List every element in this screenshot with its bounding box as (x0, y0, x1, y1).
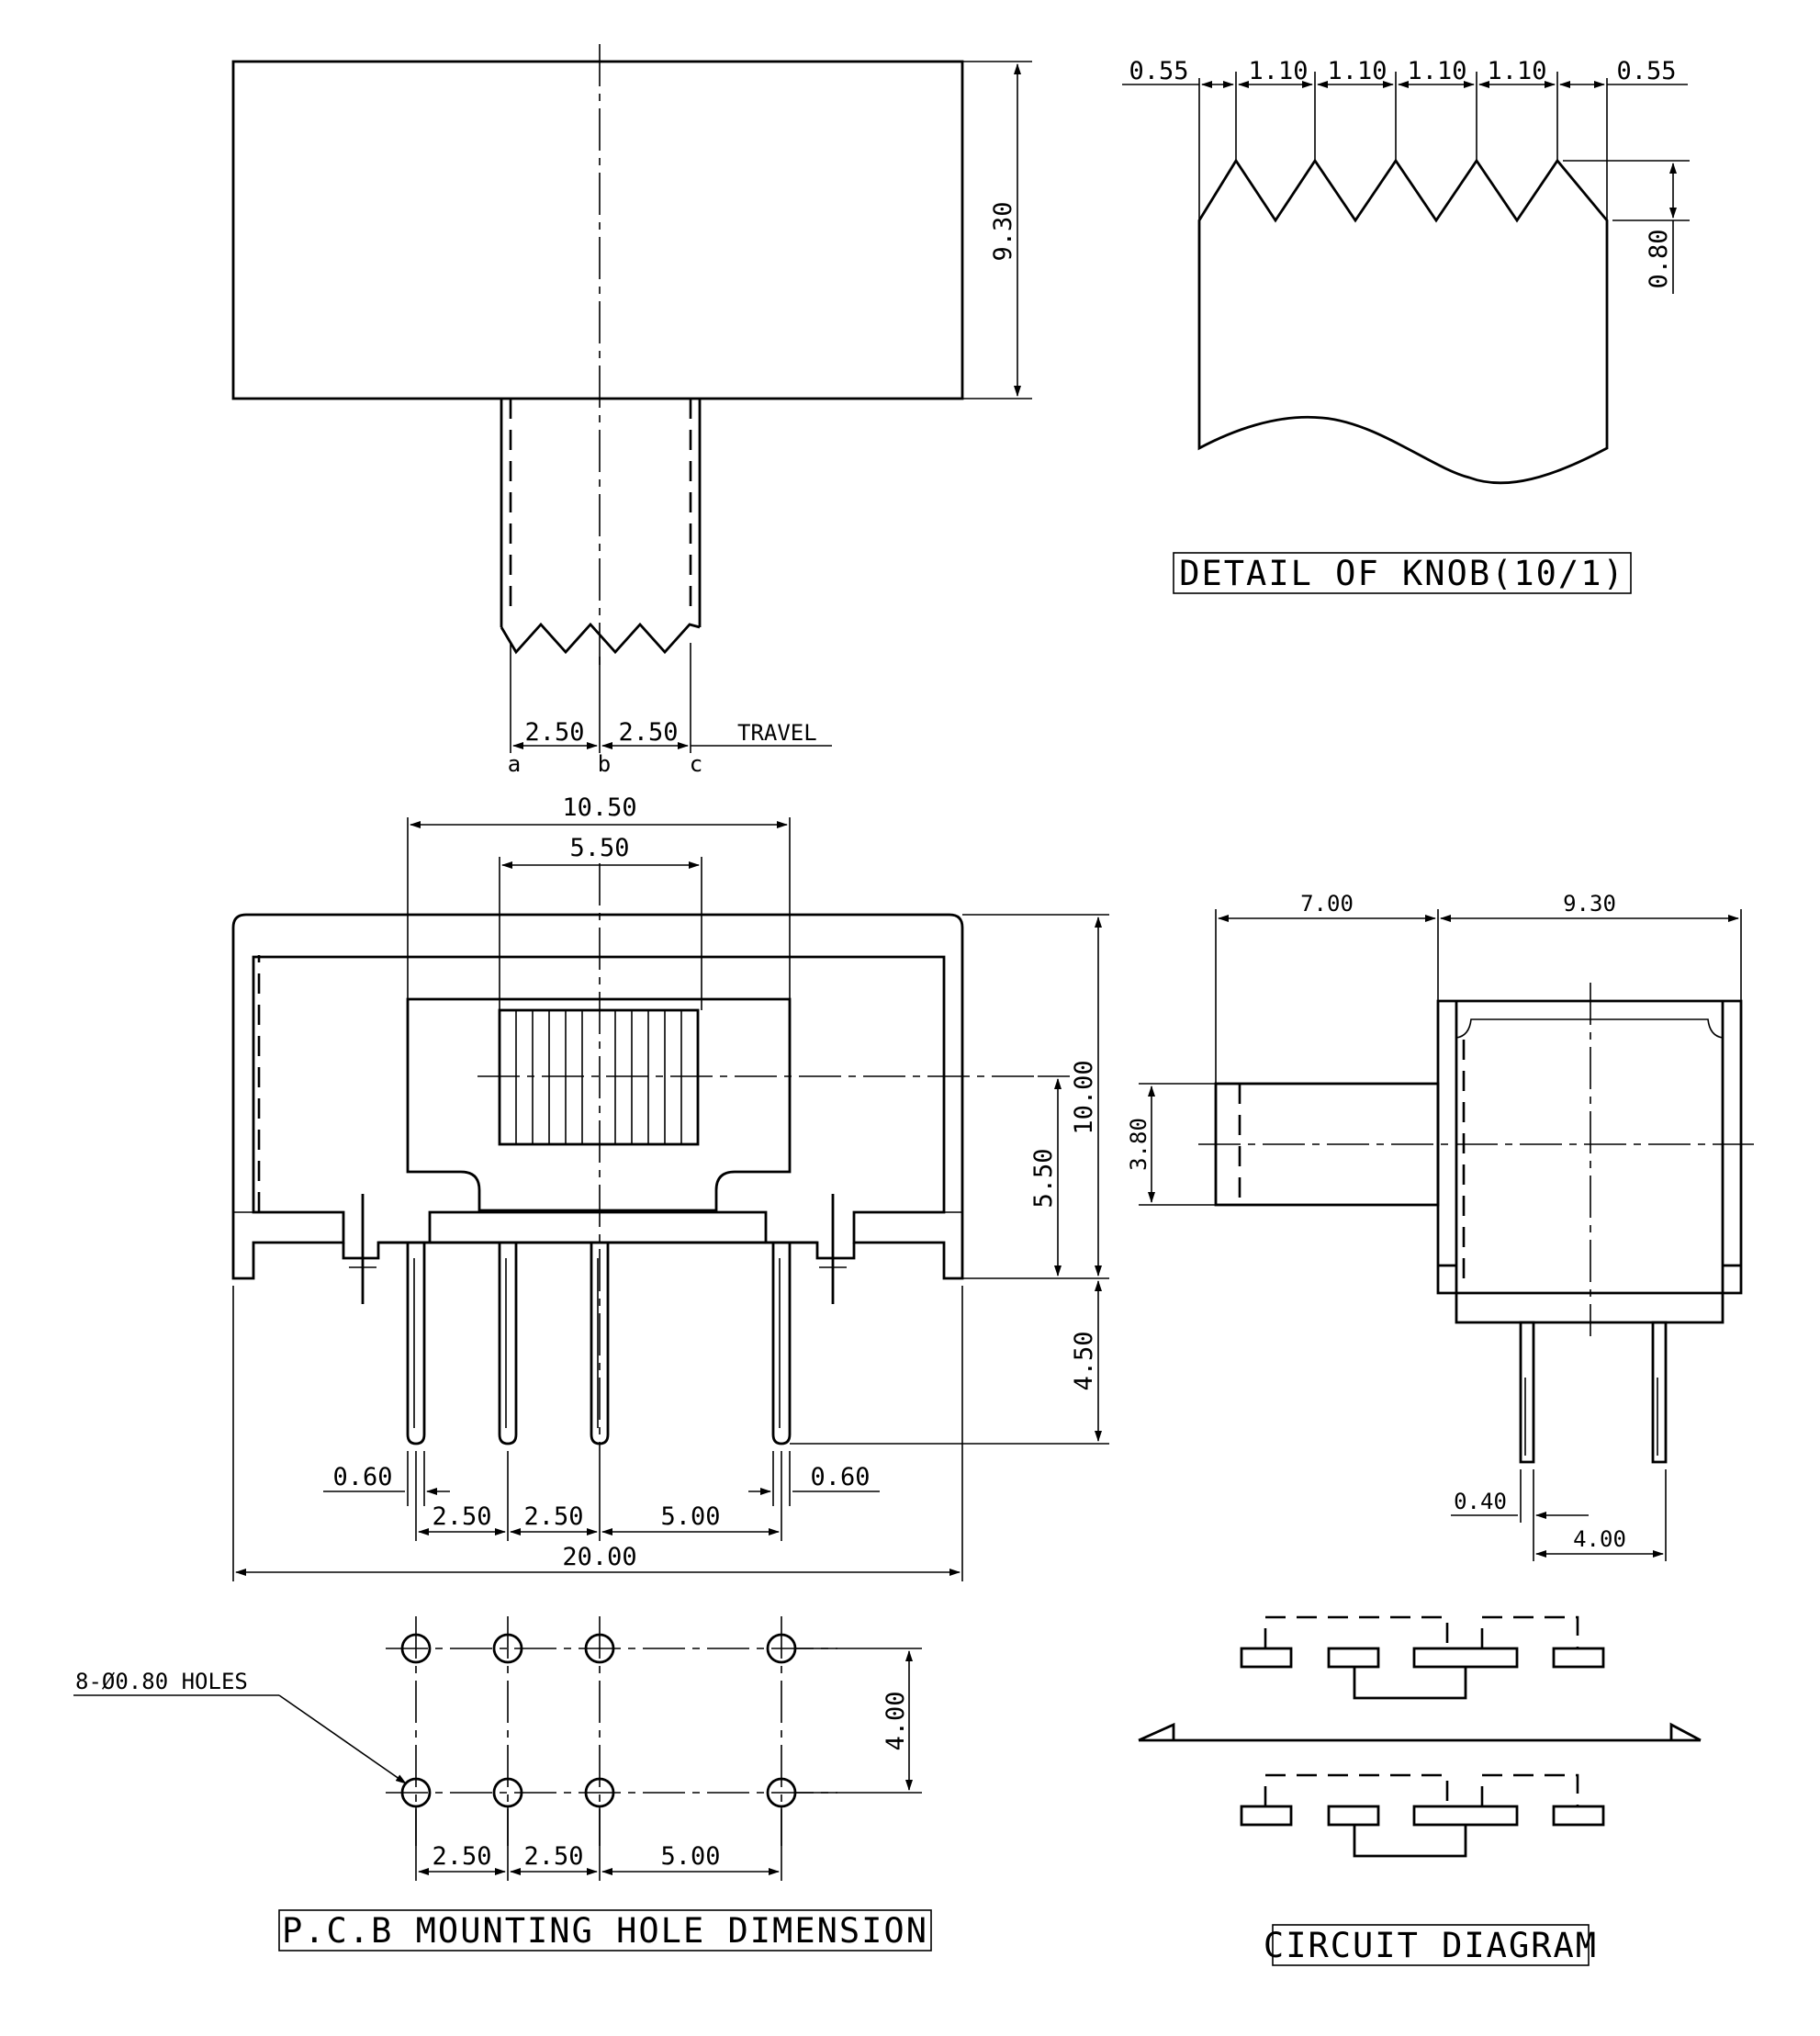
dim-row-spacing-label: 4.00 (882, 1691, 910, 1750)
dim-tooth-depth-label: 0.80 (1645, 229, 1673, 288)
dim-pin-spacing-label: 4.00 (1573, 1526, 1626, 1552)
dim-total-width-label: 20.00 (562, 1543, 636, 1571)
dim-pcb-pitch-1-label: 2.50 (432, 1842, 491, 1871)
circuit-slider-bar (1138, 1722, 1702, 1742)
pcb-layout: 4.00 8-Ø0.80 HOLES 2.50 2.50 5.00 P.C.B … (73, 1616, 932, 1952)
side-pin-left (1519, 1321, 1535, 1464)
circuit-upper (1240, 1615, 1605, 1700)
holes-leader (278, 1694, 407, 1784)
knob-slot-outline (406, 997, 792, 1212)
dim-height-label: 9.30 (989, 201, 1017, 261)
circuit-title-box (1272, 1924, 1590, 1966)
knob-teeth (500, 622, 701, 655)
dim-knob-length-label: 7.00 (1300, 891, 1354, 917)
knob-grip-ribs (515, 1010, 682, 1144)
dim-pitch-3-label: 1.10 (1407, 57, 1466, 85)
dim-total-height-label: 10.00 (1070, 1060, 1098, 1134)
position-c-label: c (690, 751, 702, 777)
dim-pin-width-left-label: 0.60 (332, 1463, 392, 1491)
dim-knob-center-label: 5.50 (1029, 1148, 1058, 1208)
knob-grip (498, 1008, 700, 1146)
dim-pin-pitch-2-label: 2.50 (523, 1502, 583, 1531)
dim-pin-pitch-1-label: 2.50 (432, 1502, 491, 1531)
holes-callout-label: 8-Ø0.80 HOLES (75, 1669, 248, 1694)
dim-pin-length-label: 4.50 (1070, 1331, 1098, 1390)
dim-knob-height-label: 3.80 (1126, 1118, 1152, 1171)
top-view: 9.30 2.50 2.50 TRAVEL a b c (231, 44, 1032, 777)
position-b-label: b (598, 751, 611, 777)
dim-pitch-end-right-label: 0.55 (1616, 57, 1676, 85)
dim-pcb-pitch-3-label: 5.00 (660, 1842, 720, 1871)
dim-knob-width-label: 5.50 (569, 834, 629, 862)
dim-slot-width-label: 10.50 (562, 793, 636, 822)
side-pin-right (1651, 1321, 1668, 1464)
knob-detail-title-box (1173, 552, 1632, 594)
dim-pin-thickness-label: 0.40 (1454, 1489, 1507, 1514)
knob-detail-title: DETAIL OF KNOB(10/1) (1179, 554, 1625, 593)
knob-detail-outline (1197, 158, 1609, 485)
front-view: 10.50 5.50 10.00 5.50 4.50 0.60 0.60 (231, 793, 1109, 1581)
dim-pcb-pitch-2-label: 2.50 (523, 1842, 583, 1871)
dim-pitch-end-left-label: 0.55 (1129, 57, 1188, 85)
front-body-step (342, 1210, 856, 1260)
dim-pin-width-right-label: 0.60 (810, 1463, 870, 1491)
pcb-title: P.C.B MOUNTING HOLE DIMENSION (282, 1911, 928, 1951)
dim-body-depth-label: 9.30 (1563, 891, 1616, 917)
dim-travel-right-label: 2.50 (618, 718, 678, 747)
front-pins (406, 1243, 792, 1445)
knob-detail: 0.55 1.10 1.10 1.10 1.10 0.55 0.80 DETAI… (1122, 57, 1690, 594)
side-view: 7.00 9.30 3.80 0.40 4.00 (1126, 891, 1754, 1561)
dim-travel-left-label: 2.50 (524, 718, 584, 747)
dim-pitch-2-label: 1.10 (1327, 57, 1387, 85)
circuit-title: CIRCUIT DIAGRAM (1264, 1926, 1598, 1965)
side-body-outline (1436, 999, 1743, 1324)
front-frame-outline (231, 913, 964, 1280)
dim-pitch-1-label: 1.10 (1248, 57, 1308, 85)
circuit-diagram: CIRCUIT DIAGRAM (1138, 1615, 1702, 1966)
dim-pin-pitch-3-label: 5.00 (660, 1502, 720, 1531)
circuit-lower (1240, 1773, 1605, 1858)
travel-label: TRAVEL (737, 720, 817, 746)
pcb-title-box (278, 1909, 932, 1952)
top-view-body (231, 60, 964, 400)
dim-pitch-4-label: 1.10 (1487, 57, 1546, 85)
position-a-label: a (508, 751, 521, 777)
pcb-holes (400, 1633, 797, 1808)
